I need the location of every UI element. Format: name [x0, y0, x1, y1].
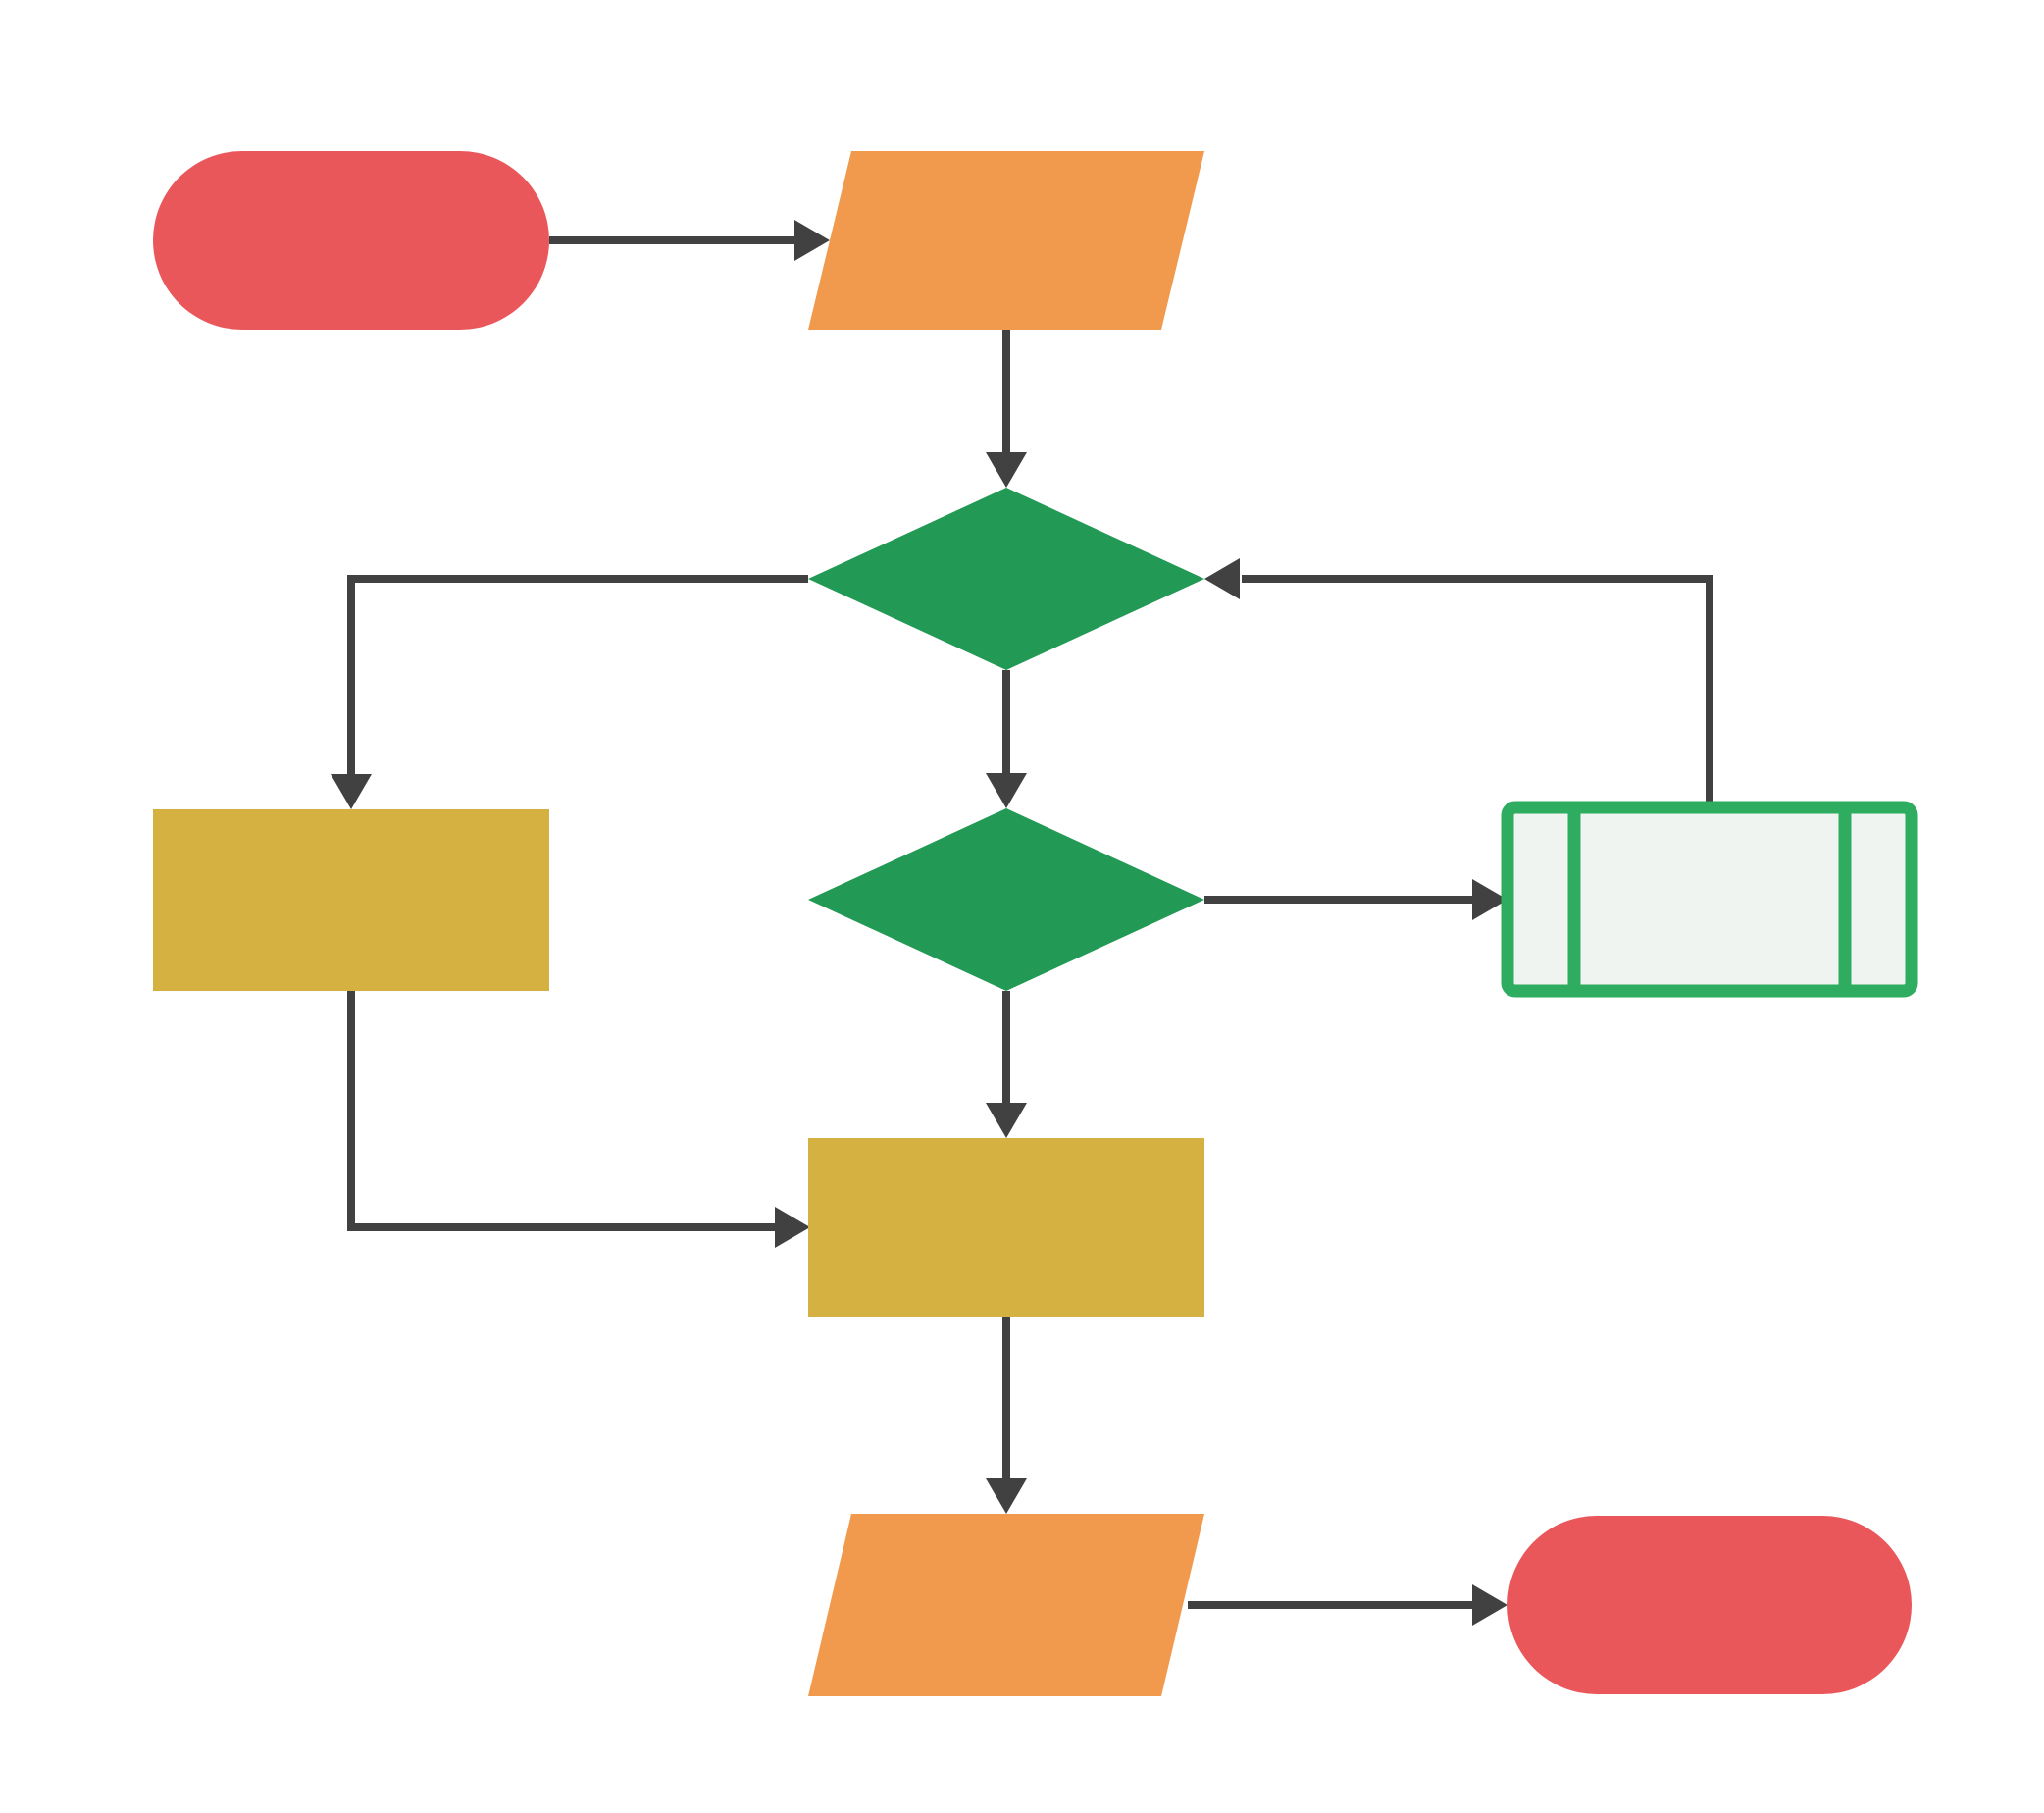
- node-decision-1-diamond[interactable]: [808, 488, 1204, 670]
- subroutine-fill-group: [1501, 801, 1918, 998]
- edge-subroutine-decision1: [1242, 575, 1713, 807]
- node-output-parallelogram[interactable]: [808, 1514, 1204, 1696]
- node-input-parallelogram[interactable]: [808, 151, 1204, 330]
- node-process-center-rect[interactable]: [808, 1138, 1204, 1317]
- arrowhead-down-icon: [986, 773, 1027, 808]
- arrowhead-right-icon: [1472, 879, 1507, 920]
- node-decision-2-diamond[interactable]: [808, 808, 1204, 991]
- arrowhead-down-icon: [331, 774, 372, 809]
- arrowhead-right-icon: [775, 1207, 810, 1248]
- process-nodes-group: [153, 809, 1204, 1317]
- node-end-terminator[interactable]: [1507, 1516, 1912, 1694]
- node-subroutine-predefined-process[interactable]: [1501, 801, 1918, 998]
- edge-decision1-processleft: [347, 575, 808, 776]
- arrowhead-down-icon: [986, 1478, 1027, 1514]
- edges-group: [347, 236, 1713, 1609]
- node-process-left-rect[interactable]: [153, 809, 549, 991]
- arrowhead-down-icon: [986, 452, 1027, 488]
- decision-nodes-group: [808, 488, 1204, 991]
- arrowhead-right-icon: [794, 220, 830, 261]
- terminator-nodes-group: [153, 151, 1912, 1694]
- node-start-terminator[interactable]: [153, 151, 549, 330]
- arrowheads-group: [331, 220, 1507, 1626]
- subroutine-node-group: [1501, 801, 1918, 998]
- edge-processleft-processcenter: [347, 991, 777, 1231]
- arrowhead-down-icon: [986, 1103, 1027, 1138]
- io-nodes-group: [808, 151, 1204, 1696]
- arrowhead-left-icon: [1204, 558, 1240, 599]
- arrowhead-right-icon: [1472, 1584, 1507, 1626]
